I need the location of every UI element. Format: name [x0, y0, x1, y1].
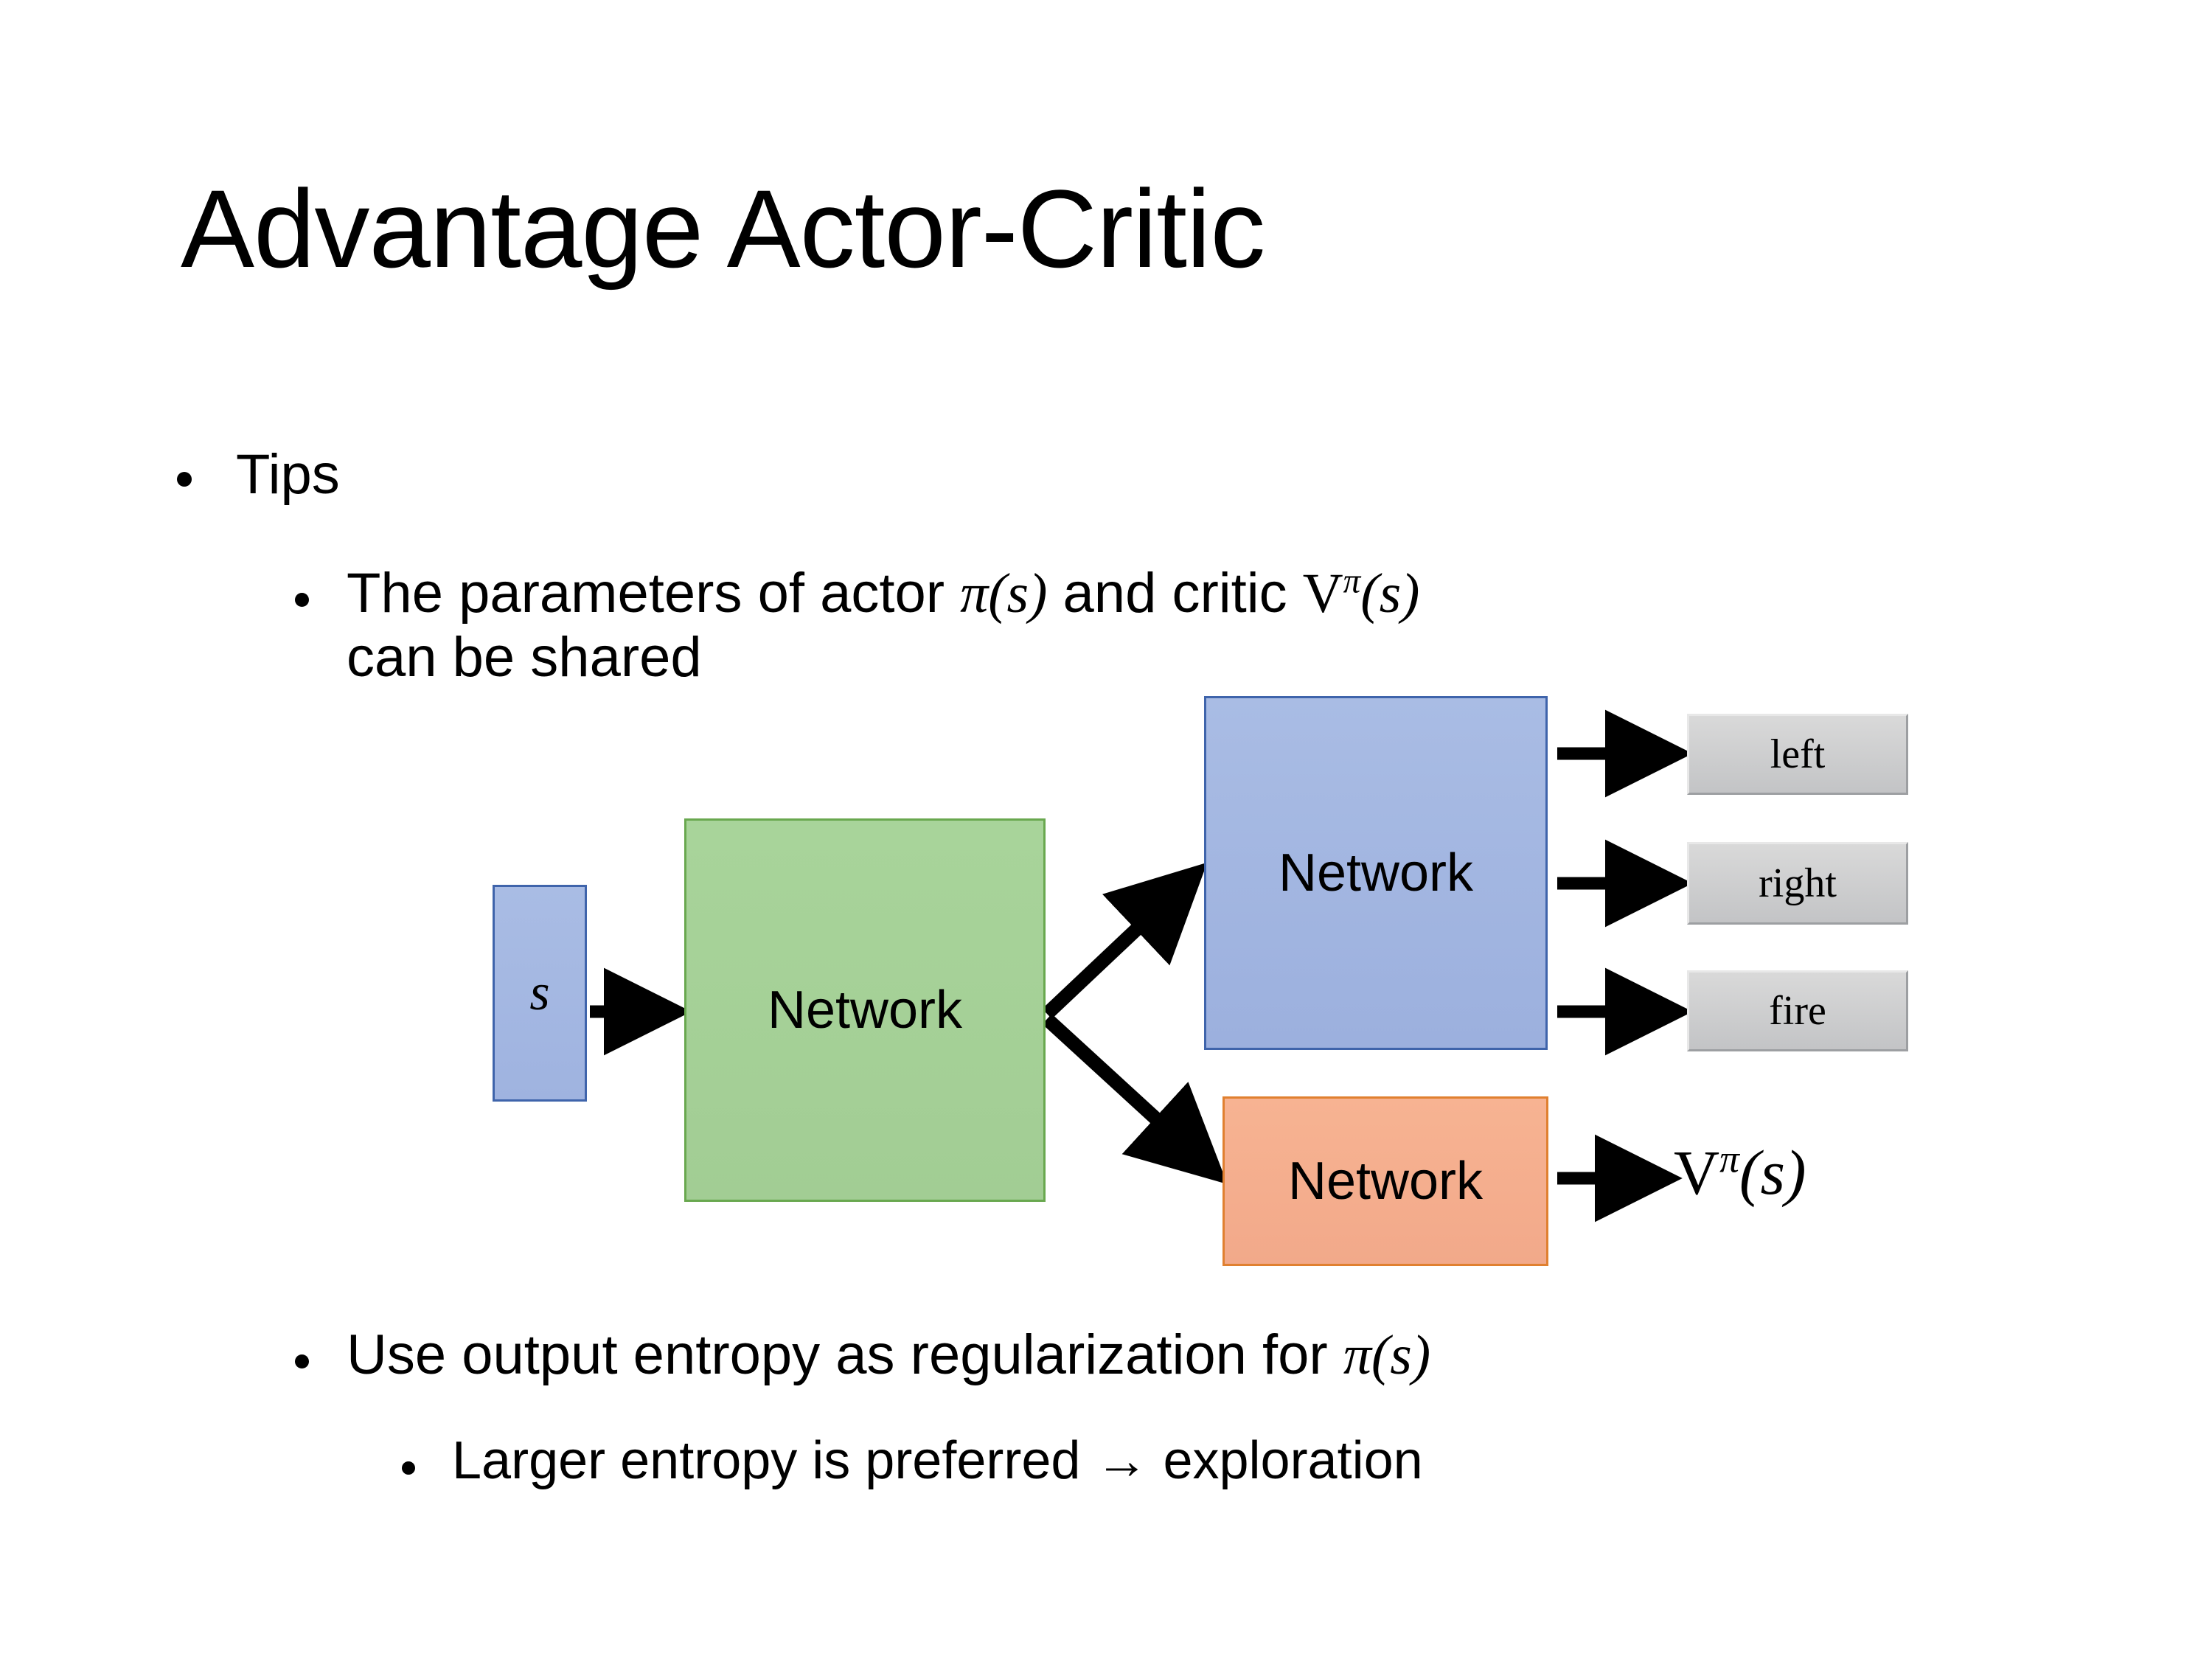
bullet-tips: Tips — [177, 442, 2094, 507]
entropy-prefix: Use output entropy as regularization for — [347, 1324, 1343, 1386]
bullet-shared-parameters: The parameters of actor π(s) and critic … — [295, 562, 2138, 689]
bullet-exploration-label: Larger entropy is preferred → exploratio… — [452, 1431, 1423, 1490]
bullet-shared-parameters-text: The parameters of actor π(s) and critic … — [347, 562, 2138, 626]
value-argument-s: (s) — [1739, 1137, 1806, 1208]
value-superscript-pi: π — [1719, 1136, 1739, 1181]
state-input-label: s — [529, 964, 550, 1021]
critic-network-label: Network — [1287, 1152, 1484, 1211]
shared-params-line2: can be shared — [347, 625, 702, 689]
bullet-tips-label: Tips — [236, 443, 340, 506]
bullet-exploration: Larger entropy is preferred → exploratio… — [402, 1430, 2171, 1491]
value-v-symbol: V — [1674, 1137, 1720, 1208]
shared-params-mid: and critic — [1047, 562, 1303, 625]
bullet-dot-icon — [177, 472, 192, 487]
arrow-shared-to-actor — [1042, 862, 1208, 1019]
value-function-label: Vπ(s) — [1674, 1135, 1806, 1209]
bullet-dot-icon — [295, 593, 309, 607]
shared-params-prefix: The parameters of actor — [347, 562, 961, 625]
bullet-dot-icon — [402, 1461, 415, 1475]
bullet-dot-icon — [295, 1354, 309, 1368]
actor-network-box: Network — [1204, 696, 1548, 1050]
state-input-box: s — [493, 885, 587, 1102]
pi-of-s-math: π(s) — [1343, 1324, 1431, 1386]
shared-network-label: Network — [767, 981, 963, 1040]
actor-network-label: Network — [1278, 844, 1474, 902]
action-box-right: right — [1687, 842, 1908, 925]
v-superscript-pi: π — [1343, 562, 1361, 601]
bullet-entropy-regularization: Use output entropy as regularization for… — [295, 1324, 2138, 1388]
action-label-right: right — [1759, 860, 1837, 906]
arrow-shared-to-critic — [1042, 1013, 1228, 1184]
action-label-fire: fire — [1769, 988, 1826, 1034]
v-symbol-math: V — [1302, 563, 1343, 625]
pi-of-s-math: π(s) — [960, 563, 1048, 625]
page-title: Advantage Actor-Critic — [181, 167, 1265, 291]
shared-network-box: Network — [684, 818, 1046, 1202]
action-box-left: left — [1687, 714, 1908, 795]
critic-network-box: Network — [1222, 1096, 1548, 1266]
action-box-fire: fire — [1687, 970, 1908, 1051]
v-argument-s: (s) — [1360, 563, 1420, 625]
action-label-left: left — [1770, 731, 1826, 777]
bullet-entropy-text: Use output entropy as regularization for… — [347, 1324, 2138, 1388]
